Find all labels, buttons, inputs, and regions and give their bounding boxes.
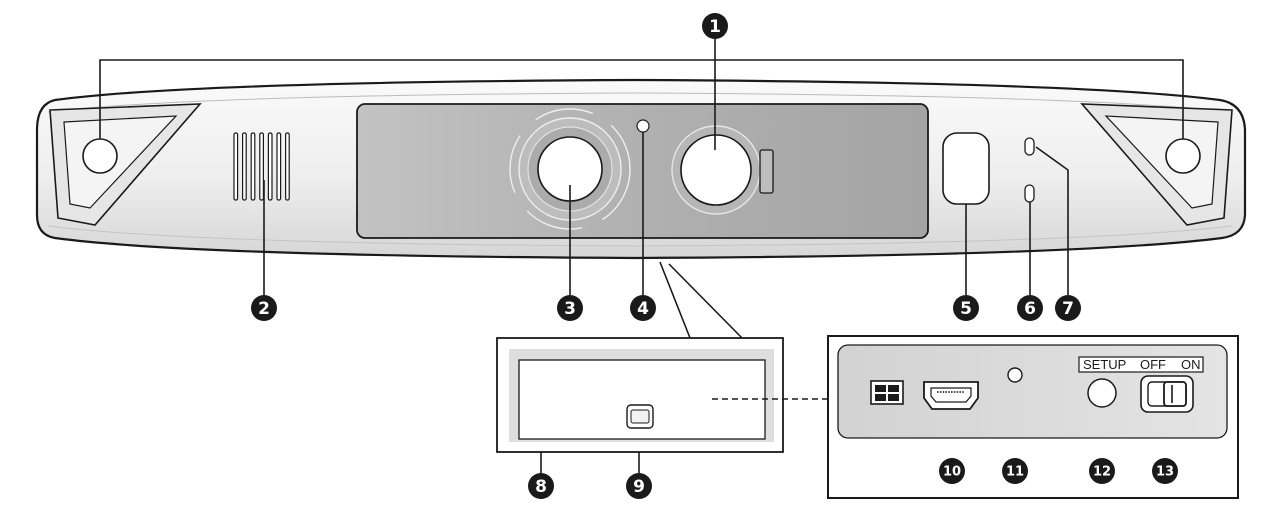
callout-number-2: 2 bbox=[258, 299, 270, 319]
left-infrared-sensor bbox=[82, 138, 118, 174]
grille-slot bbox=[285, 132, 290, 201]
callout-number-13: 13 bbox=[1156, 465, 1174, 480]
callout-badge-11 bbox=[1002, 458, 1028, 484]
callout-badge-4 bbox=[630, 295, 656, 321]
light-sensor bbox=[759, 149, 774, 194]
grille-slot bbox=[267, 132, 273, 201]
underside-zoom-panel bbox=[496, 261, 828, 453]
left-sensor-housing bbox=[49, 103, 202, 226]
connector-grid-icon bbox=[870, 380, 904, 405]
micro-hdmi-port-icon bbox=[923, 381, 979, 410]
grille-slot bbox=[233, 132, 239, 201]
led-lower bbox=[1024, 184, 1035, 203]
callout-badge-8 bbox=[528, 473, 554, 499]
grille-slot bbox=[250, 132, 256, 201]
callout-number-8: 8 bbox=[535, 477, 547, 497]
callout-badge-5 bbox=[953, 295, 979, 321]
callout-number-1: 1 bbox=[709, 17, 721, 37]
callout-number-6: 6 bbox=[1024, 299, 1036, 319]
indicator-lamp bbox=[636, 119, 650, 133]
callout-number-9: 9 bbox=[633, 477, 645, 497]
callout-number-4: 4 bbox=[637, 299, 649, 319]
on-label: ON bbox=[1181, 357, 1201, 372]
connector-zoom-panel: SETUP OFF ON bbox=[827, 335, 1239, 499]
callout-badge-3 bbox=[557, 295, 583, 321]
speaker-grille bbox=[233, 132, 290, 201]
secondary-lens bbox=[671, 125, 761, 215]
grille-slot bbox=[276, 132, 282, 201]
grille-slot bbox=[259, 132, 264, 201]
callout-badge-13 bbox=[1152, 458, 1178, 484]
right-infrared-sensor bbox=[1165, 138, 1201, 174]
callout-badge-6 bbox=[1017, 295, 1043, 321]
camera-lens bbox=[509, 108, 631, 230]
callout-badge-7 bbox=[1055, 295, 1081, 321]
callout-badge-10 bbox=[939, 458, 965, 484]
callout-number-10: 10 bbox=[943, 465, 961, 480]
callout-badge-12 bbox=[1089, 458, 1115, 484]
callout-badge-1 bbox=[702, 13, 728, 39]
off-label: OFF bbox=[1140, 357, 1166, 372]
callout-number-11: 11 bbox=[1006, 465, 1024, 480]
callout-number-3: 3 bbox=[564, 299, 576, 319]
setup-button bbox=[1087, 378, 1117, 408]
status-indicator-hole bbox=[1007, 367, 1023, 383]
grille-slot bbox=[242, 132, 247, 201]
callout-number-12: 12 bbox=[1093, 465, 1111, 480]
sensor-window bbox=[942, 132, 990, 205]
power-switch bbox=[1140, 375, 1194, 413]
callout-badge-9 bbox=[626, 473, 652, 499]
callout-badge-2 bbox=[251, 295, 277, 321]
callout-number-7: 7 bbox=[1062, 299, 1074, 319]
right-sensor-housing bbox=[1080, 103, 1233, 226]
setup-label: SETUP bbox=[1083, 357, 1126, 372]
callout-number-5: 5 bbox=[960, 299, 972, 319]
led-upper bbox=[1024, 137, 1035, 156]
switch-label-plate bbox=[1078, 356, 1204, 373]
